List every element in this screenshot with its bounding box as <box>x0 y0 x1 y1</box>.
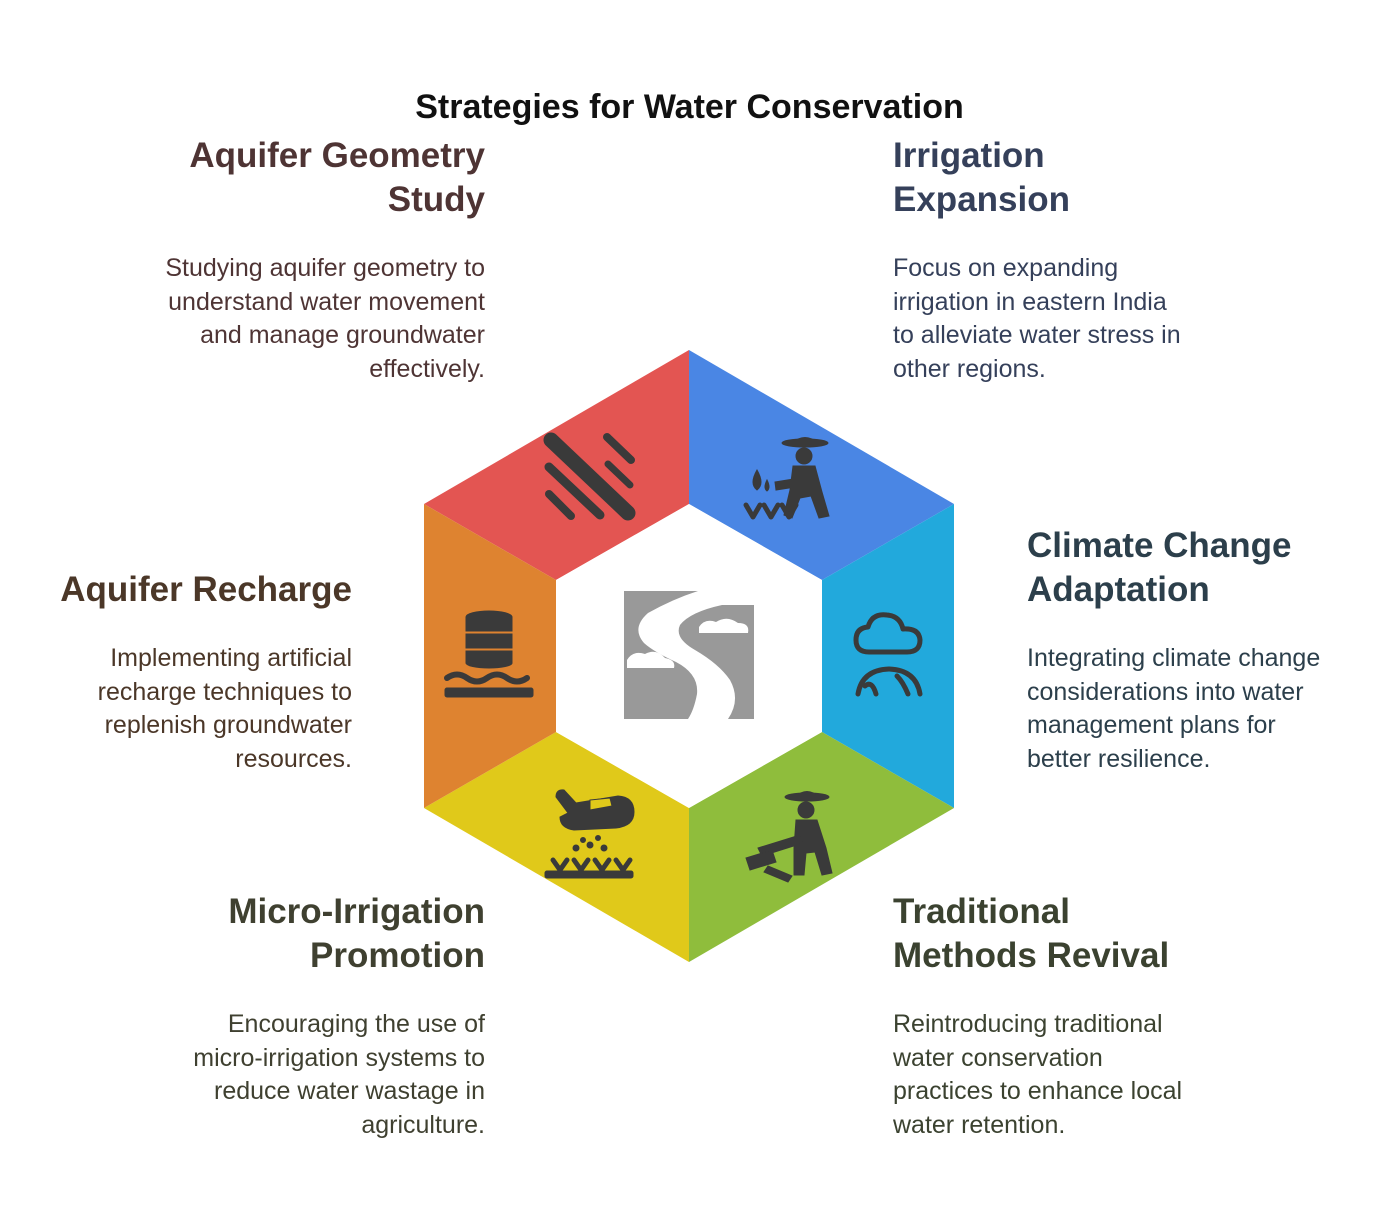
heading-traditional-methods: Traditional Methods Revival <box>893 892 1170 975</box>
farmer-watering-icon <box>743 437 830 520</box>
block-micro-irrigation: Micro-Irrigation Promotion Encouraging t… <box>170 890 485 1142</box>
cloud-globe-icon <box>853 612 923 697</box>
segment-irrigation-expansion <box>689 350 954 580</box>
description-irrigation-expansion: Focus on expanding irrigation in eastern… <box>893 254 1181 383</box>
description-aquifer-geometry: Studying aquifer geometry to understand … <box>165 254 485 383</box>
water-tank-icon <box>444 610 534 698</box>
block-aquifer-geometry: Aquifer Geometry Study Studying aquifer … <box>130 134 485 386</box>
farmer-plough-icon <box>745 791 833 883</box>
river-icon <box>624 591 754 719</box>
block-irrigation-expansion: Irrigation Expansion Focus on expanding … <box>893 134 1183 386</box>
description-micro-irrigation: Encouraging the use of micro-irrigation … <box>193 1010 485 1139</box>
segment-micro-irrigation <box>424 732 689 962</box>
heading-climate-change: Climate Change Adaptation <box>1027 526 1292 609</box>
heading-aquifer-recharge: Aquifer Recharge <box>60 570 352 609</box>
description-aquifer-recharge: Implementing artificial recharge techniq… <box>97 644 352 773</box>
heading-irrigation-expansion: Irrigation Expansion <box>893 136 1070 219</box>
segment-aquifer-geometry <box>424 350 689 580</box>
hexagon-center <box>556 504 822 808</box>
block-aquifer-recharge: Aquifer Recharge Implementing artificial… <box>52 568 352 776</box>
block-climate-change: Climate Change Adaptation Integrating cl… <box>1027 524 1327 776</box>
crop-duster-icon <box>544 789 635 879</box>
heading-aquifer-geometry: Aquifer Geometry Study <box>189 136 485 219</box>
rain-icon <box>543 432 636 521</box>
description-climate-change: Integrating climate change consideration… <box>1027 644 1321 773</box>
segment-climate-change <box>822 504 954 808</box>
description-traditional-methods: Reintroducing traditional water conserva… <box>893 1010 1183 1139</box>
page-title: Strategies for Water Conservation <box>415 88 964 126</box>
block-traditional-methods: Traditional Methods Revival Reintroducin… <box>893 890 1203 1142</box>
heading-micro-irrigation: Micro-Irrigation Promotion <box>228 892 485 975</box>
